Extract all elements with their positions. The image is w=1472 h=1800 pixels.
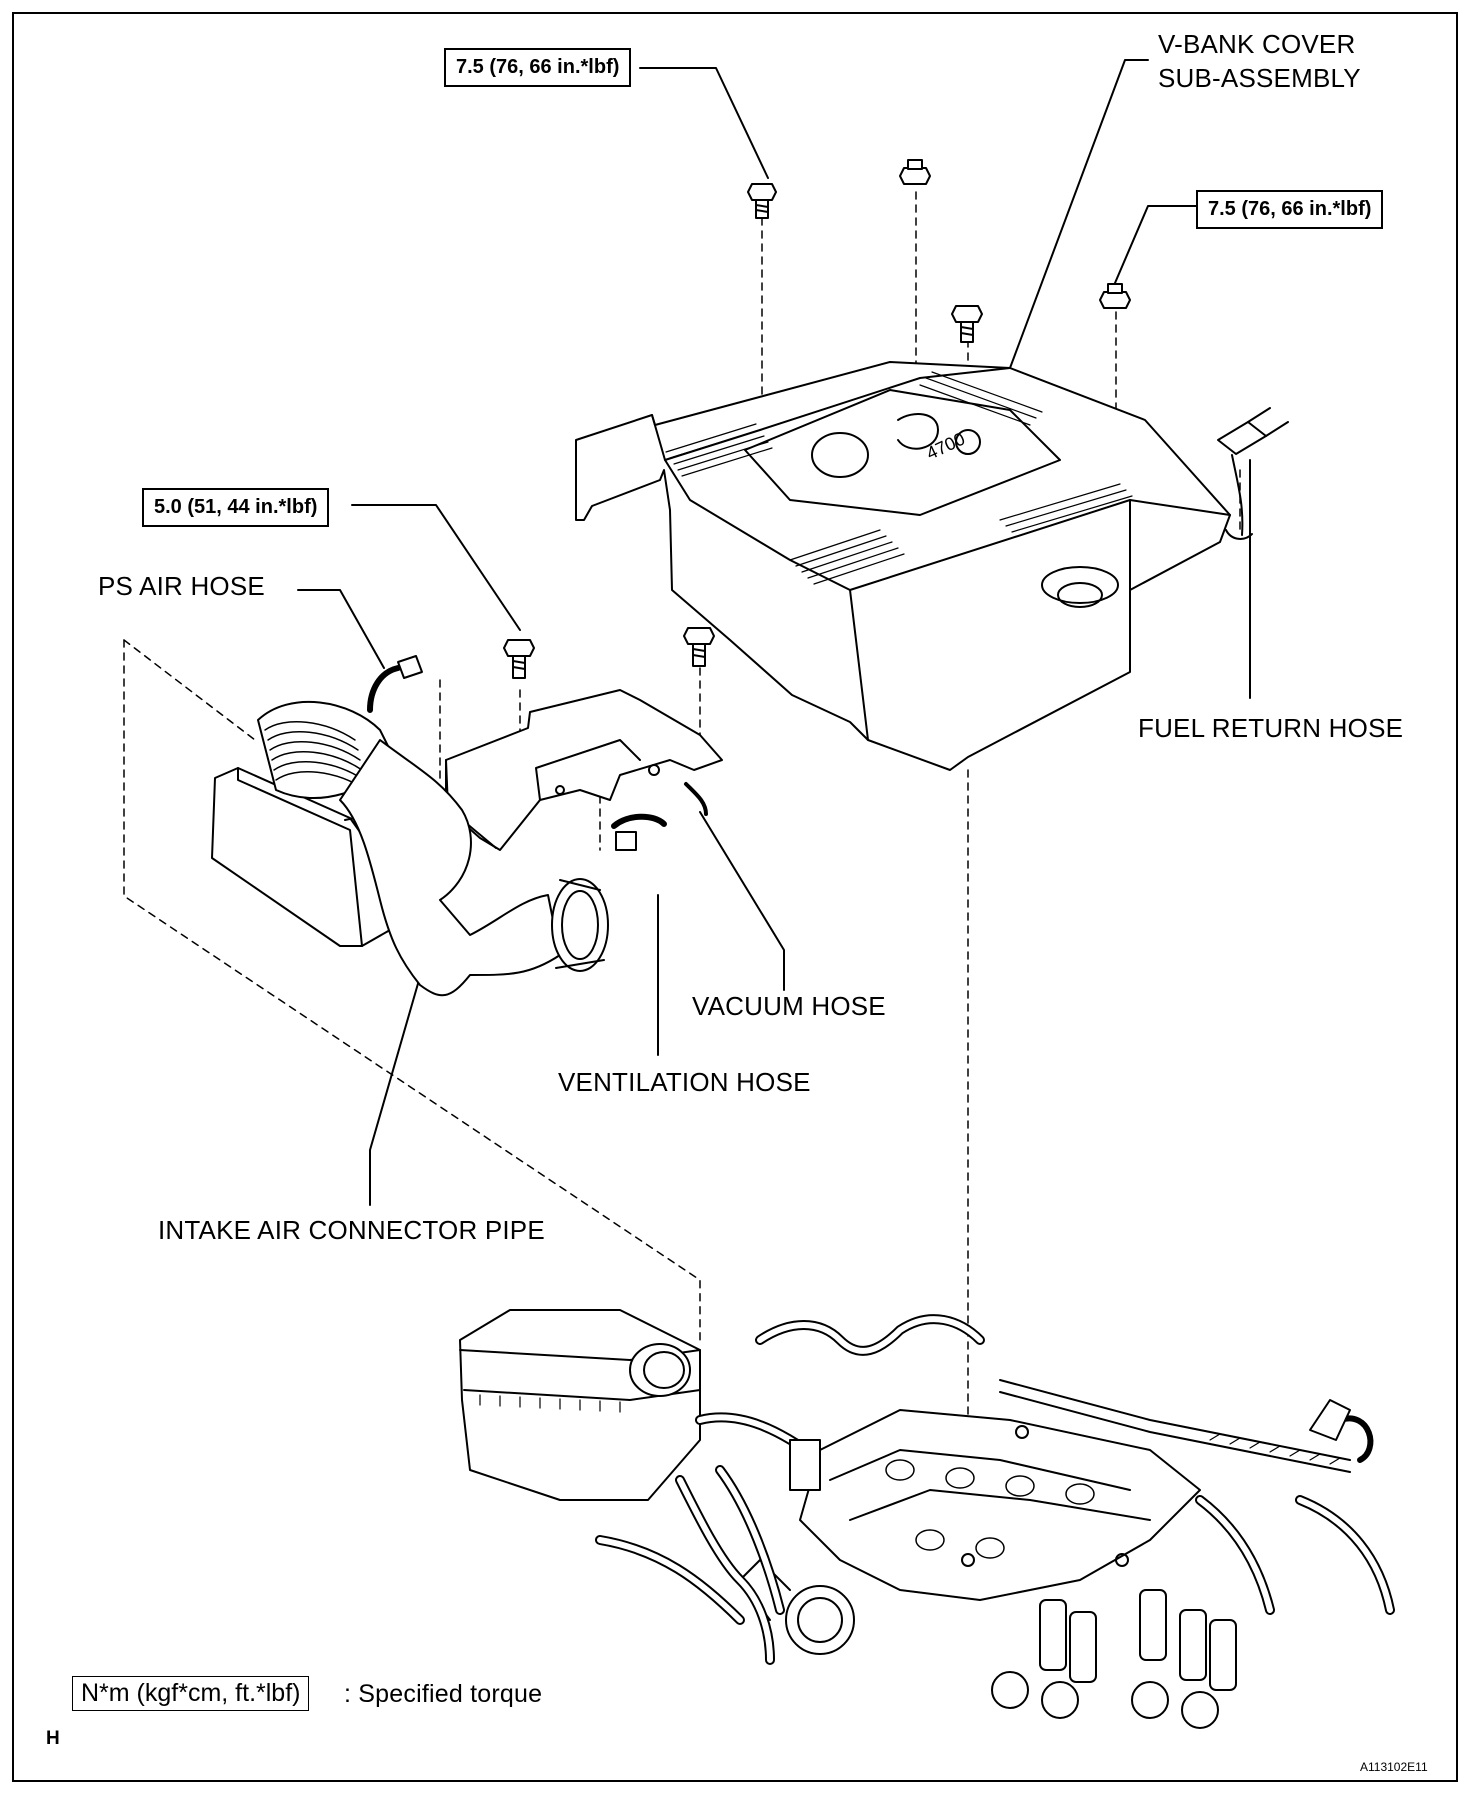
ventilation-hose <box>611 813 667 851</box>
legend-torque-unit-box: N*m (kgf*cm, ft.*lbf) <box>72 1676 310 1711</box>
label-ps-air-hose: PS AIR HOSE <box>98 571 265 601</box>
intake-bracket <box>445 689 723 851</box>
leader-lines <box>297 59 1251 1206</box>
vacuum-hose <box>684 782 708 816</box>
ps-air-hose <box>367 655 423 713</box>
figure-id: A113102E11 <box>1360 1760 1428 1774</box>
torque-spec-box-intake: 5.0 (51, 44 in.*lbf) <box>142 488 330 527</box>
label-v-bank-cover-line1: V-BANK COVER <box>1158 29 1356 59</box>
bolt-intake-right <box>683 627 715 667</box>
torque-spec-box-top-right: 7.5 (76, 66 in.*lbf) <box>1196 190 1384 229</box>
corner-letter: H <box>46 1728 60 1749</box>
diagram-frame <box>12 12 1458 1782</box>
bolt-top-center <box>899 159 931 185</box>
label-vacuum-hose: VACUUM HOSE <box>692 991 886 1021</box>
legend-description: : Specified torque <box>344 1680 543 1708</box>
label-fuel-return-hose: FUEL RETURN HOSE <box>1138 713 1404 743</box>
label-v-bank-cover-line2: SUB-ASSEMBLY <box>1158 63 1361 93</box>
bolt-intake-left <box>503 639 535 679</box>
label-ventilation-hose: VENTILATION HOSE <box>558 1067 811 1097</box>
fuel-return-hose <box>1217 407 1289 540</box>
bolt-top-left <box>747 183 777 219</box>
engine-assembly <box>459 1309 1395 1729</box>
bolt-top-right <box>1099 283 1131 309</box>
intake-air-connector-pipe <box>257 700 609 997</box>
v-bank-cover-sub-assembly: 4700 <box>575 361 1231 771</box>
label-intake-air-connector-pipe: INTAKE AIR CONNECTOR PIPE <box>158 1215 545 1245</box>
torque-spec-box-top-left: 7.5 (76, 66 in.*lbf) <box>444 48 632 87</box>
bolt-middle <box>951 305 983 343</box>
